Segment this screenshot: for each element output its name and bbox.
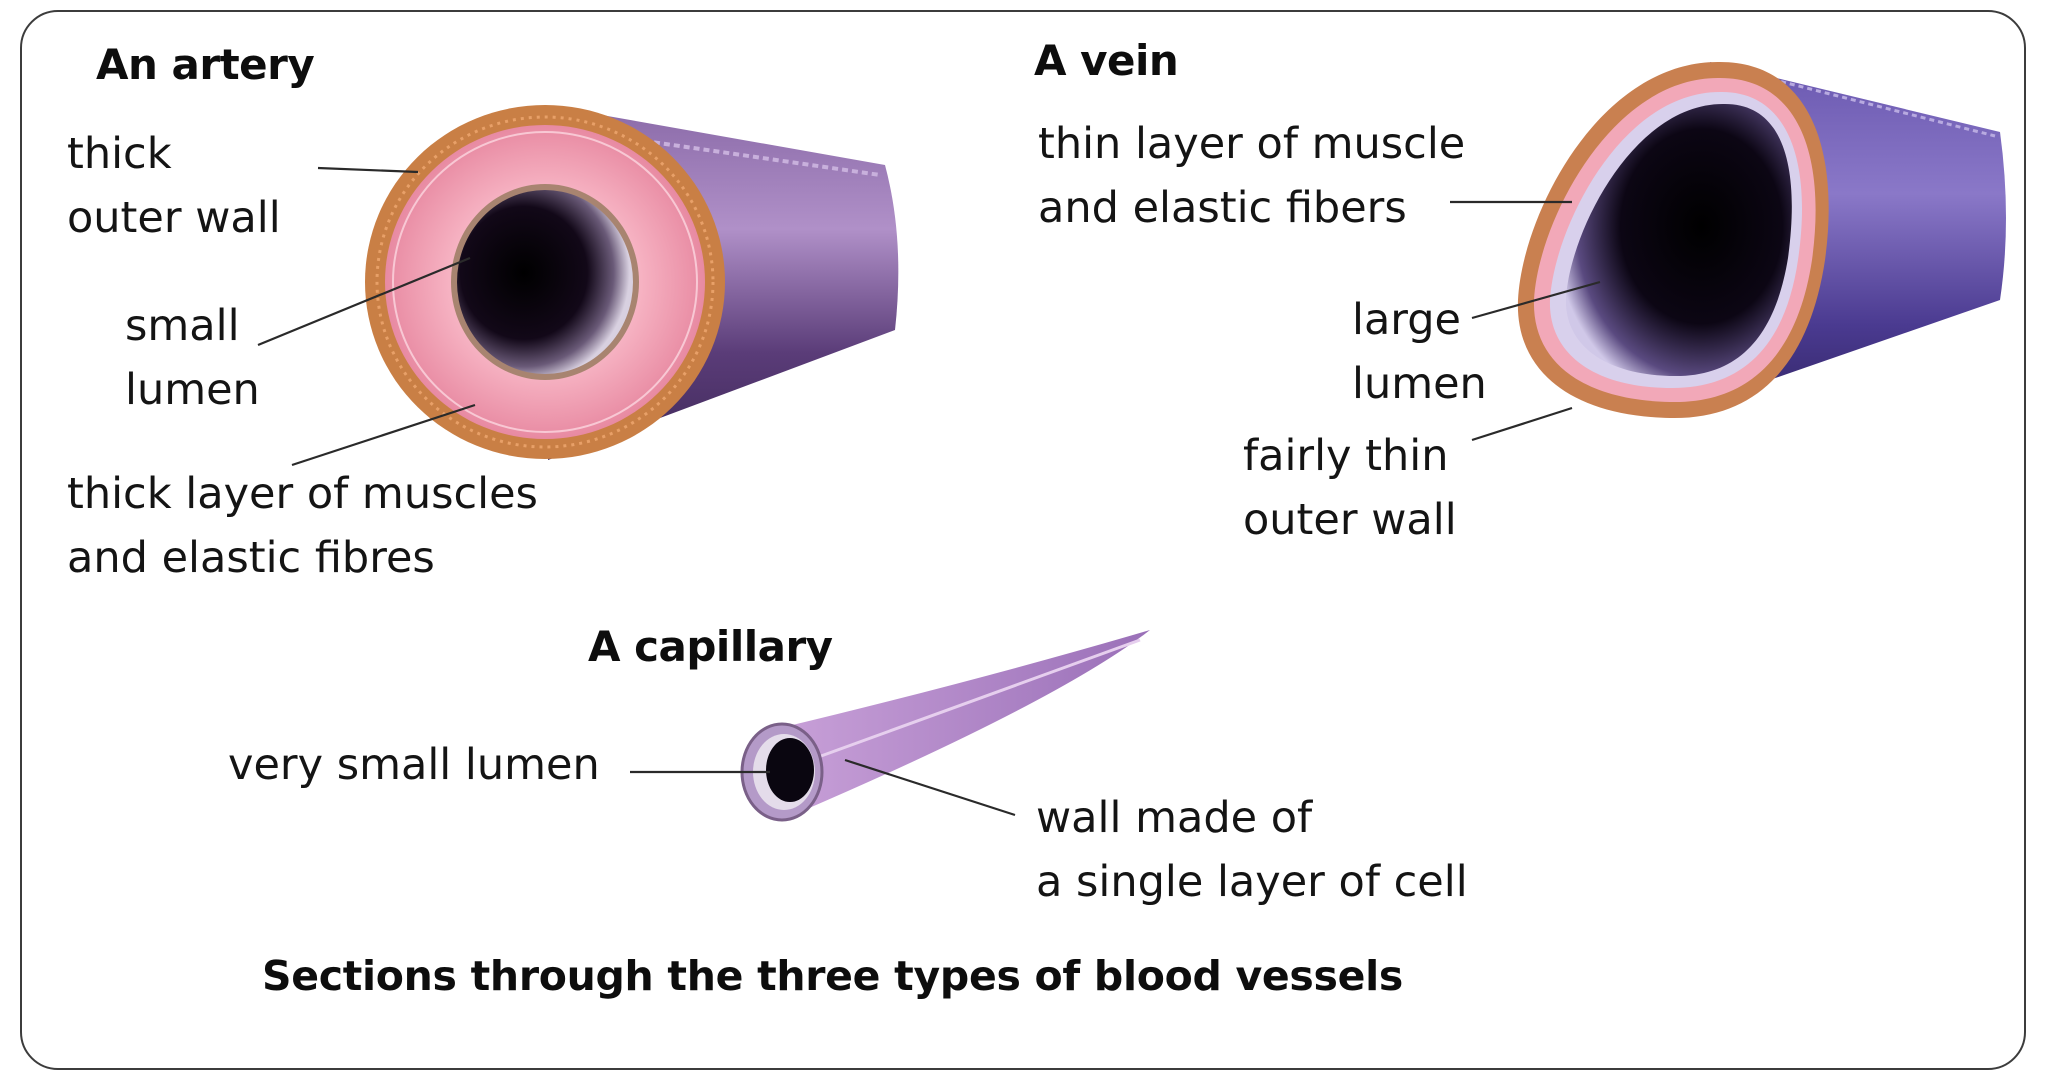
- leader-artery-outer-wall: [317, 166, 419, 174]
- vein-lumen-line-1: large: [1352, 295, 1461, 345]
- artery-outer-wall-line-2: outer wall: [67, 193, 281, 243]
- vein-outer-wall-line-1: fairly thin: [1243, 431, 1449, 481]
- vein-outer-wall-line-2: outer wall: [1243, 495, 1457, 545]
- leader-capillary-wall: [844, 758, 1016, 817]
- leader-vein-lumen: [1471, 280, 1601, 320]
- leader-lines: [257, 166, 1601, 817]
- artery-lumen-line-1: small: [125, 301, 240, 351]
- vein-muscle-line-1: thin layer of muscle: [1038, 119, 1466, 169]
- artery-lumen: [457, 190, 633, 374]
- capillary-wall-label: wall made of a single layer of cell: [1036, 786, 1468, 914]
- capillary-title: A capillary: [588, 622, 833, 671]
- artery-outer-wall-line-1: thick: [67, 129, 172, 179]
- vein-lumen-label: large lumen: [1352, 288, 1487, 416]
- capillary-wall-line-1: wall made of: [1036, 793, 1313, 843]
- vein-title: A vein: [1034, 36, 1179, 85]
- artery-lumen-line-2: lumen: [125, 365, 260, 415]
- leader-artery-muscle: [291, 403, 476, 467]
- capillary-illustration: [740, 630, 1150, 822]
- leader-vein-outer-wall: [1471, 406, 1573, 442]
- vein-illustration: [1517, 61, 2006, 419]
- capillary-lumen-label: very small lumen: [228, 740, 600, 790]
- artery-muscle-label: thick layer of muscles and elastic fibre…: [67, 462, 538, 590]
- capillary-wall-line-2: a single layer of cell: [1036, 857, 1468, 907]
- leader-artery-lumen: [257, 256, 471, 347]
- capillary-lumen: [766, 738, 814, 802]
- capillary-tube-body: [780, 630, 1150, 812]
- artery-muscle-line-1: thick layer of muscles: [67, 469, 538, 519]
- vein-outer-wall-label: fairly thin outer wall: [1243, 424, 1457, 552]
- vein-muscle-label: thin layer of muscle and elastic fibers: [1038, 112, 1465, 240]
- diagram-frame: [20, 10, 2026, 1070]
- artery-lumen-label: small lumen: [125, 294, 260, 422]
- artery-muscle-line-2: and elastic fibres: [67, 533, 435, 583]
- artery-outer-wall-label: thick outer wall: [67, 122, 281, 250]
- vein-lumen-line-2: lumen: [1352, 359, 1487, 409]
- figure-caption: Sections through the three types of bloo…: [262, 952, 1403, 1000]
- vein-lumen: [1565, 103, 1792, 377]
- vein-muscle-line-2: and elastic fibers: [1038, 183, 1407, 233]
- artery-illustration: [365, 105, 899, 460]
- artery-title: An artery: [96, 40, 315, 89]
